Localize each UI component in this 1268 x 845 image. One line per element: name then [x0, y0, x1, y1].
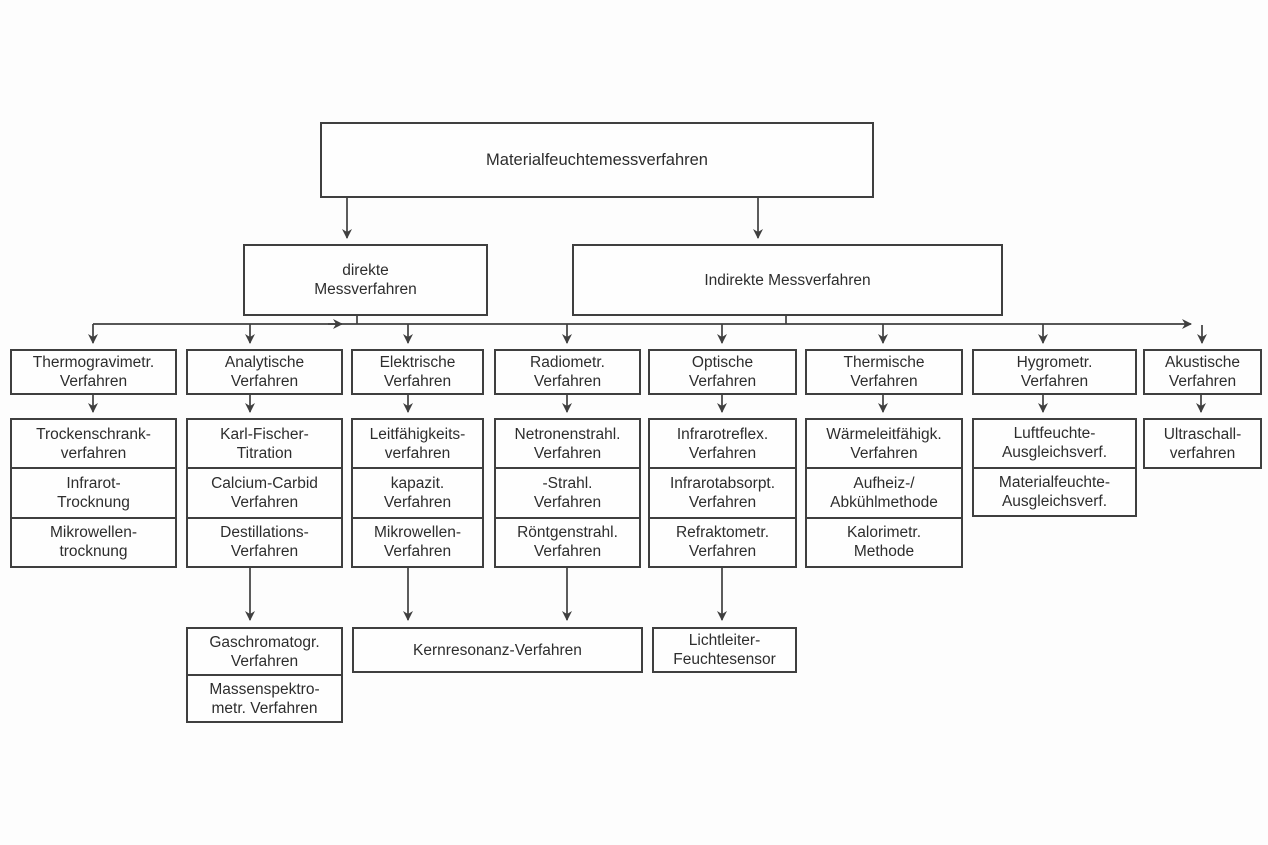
node-trockenschrankverfahren: Trockenschrank- verfahren — [36, 425, 151, 462]
node-waermeleitfaehigk-verfahren: Wärmeleitfähigk. Verfahren — [826, 425, 942, 462]
stack-elektrische: Leitfähigkeits- verfahren kapazit. Verfa… — [351, 418, 484, 568]
header-elektrische-verfahren: Elektrische Verfahren — [351, 349, 484, 395]
header-optische-verfahren: Optische Verfahren — [648, 349, 797, 395]
node-infrarotreflex-verfahren: Infrarotreflex. Verfahren — [676, 425, 769, 462]
node-kalorimetr-methode: Kalorimetr. Methode — [807, 516, 961, 566]
node-materialfeuchtemessverfahren: Materialfeuchtemessverfahren — [320, 122, 874, 198]
header-analytische-verfahren: Analytische Verfahren — [186, 349, 343, 395]
stack-analytische: Karl-Fischer- Titration Calcium-Carbid V… — [186, 418, 343, 568]
header-thermogravimetr-verfahren: Thermogravimetr. Verfahren — [10, 349, 177, 395]
node-aufheiz-abkuehlmethode: Aufheiz-/ Abkühlmethode — [807, 467, 961, 516]
node-netronenstrahl-verfahren: Netronenstrahl. Verfahren — [514, 425, 621, 462]
node-direkte-messverfahren: direkte Messverfahren — [243, 244, 488, 316]
header-hygrometr-verfahren: Hygrometr. Verfahren — [972, 349, 1137, 395]
stack-optische: Infrarotreflex. Verfahren Infrarotabsorp… — [648, 418, 797, 568]
node-roentgenstrahl-verfahren: Röntgenstrahl. Verfahren — [496, 516, 639, 566]
stack-akustische: Ultraschall- verfahren — [1143, 418, 1262, 469]
node-ultraschallverfahren: Ultraschall- verfahren — [1163, 425, 1242, 462]
node-mikrowellen-verfahren: Mikrowellen- Verfahren — [353, 516, 482, 566]
node-luftfeuchte-ausgleichsverf: Luftfeuchte- Ausgleichsverf. — [1001, 425, 1108, 462]
stack-radiometr: Netronenstrahl. Verfahren -Strahl. Verfa… — [494, 418, 641, 568]
node-calcium-carbid-verfahren: Calcium-Carbid Verfahren — [188, 467, 341, 516]
node-gaschromatogr-verfahren: Gaschromatogr. Verfahren — [209, 633, 320, 670]
stack-hygrometr: Luftfeuchte- Ausgleichsverf. Materialfeu… — [972, 418, 1137, 517]
node-kapazit-verfahren: kapazit. Verfahren — [353, 467, 482, 516]
node-massenspektrometr-verfahren: Massenspektro- metr. Verfahren — [188, 674, 341, 721]
node-karl-fischer-titration: Karl-Fischer- Titration — [220, 425, 309, 462]
node-kernresonanz-verfahren: Kernresonanz-Verfahren — [352, 627, 643, 673]
header-thermische-verfahren: Thermische Verfahren — [805, 349, 963, 395]
node-destillations-verfahren: Destillations- Verfahren — [188, 516, 341, 566]
node-mikrowellentrocknung: Mikrowellen- trocknung — [12, 516, 175, 566]
stack-thermogravimetr: Trockenschrank- verfahren Infrarot- Troc… — [10, 418, 177, 568]
node-materialfeuchte-ausgleichsverf: Materialfeuchte- Ausgleichsverf. — [974, 466, 1135, 516]
header-radiometr-verfahren: Radiometr. Verfahren — [494, 349, 641, 395]
node-strahl-verfahren: -Strahl. Verfahren — [496, 467, 639, 516]
node-lichtleiter-feuchtesensor: Lichtleiter- Feuchtesensor — [652, 627, 797, 673]
node-leitfaehigkeitsverfahren: Leitfähigkeits- verfahren — [369, 425, 466, 462]
header-akustische-verfahren: Akustische Verfahren — [1143, 349, 1262, 395]
stack-thermische: Wärmeleitfähigk. Verfahren Aufheiz-/ Abk… — [805, 418, 963, 568]
stack-analytische-extra: Gaschromatogr. Verfahren Massenspektro- … — [186, 627, 343, 723]
node-refraktometr-verfahren: Refraktometr. Verfahren — [650, 516, 795, 566]
node-infrarot-trocknung: Infrarot- Trocknung — [12, 467, 175, 516]
node-indirekte-messverfahren: Indirekte Messverfahren — [572, 244, 1003, 316]
node-infrarotabsorpt-verfahren: Infrarotabsorpt. Verfahren — [650, 467, 795, 516]
